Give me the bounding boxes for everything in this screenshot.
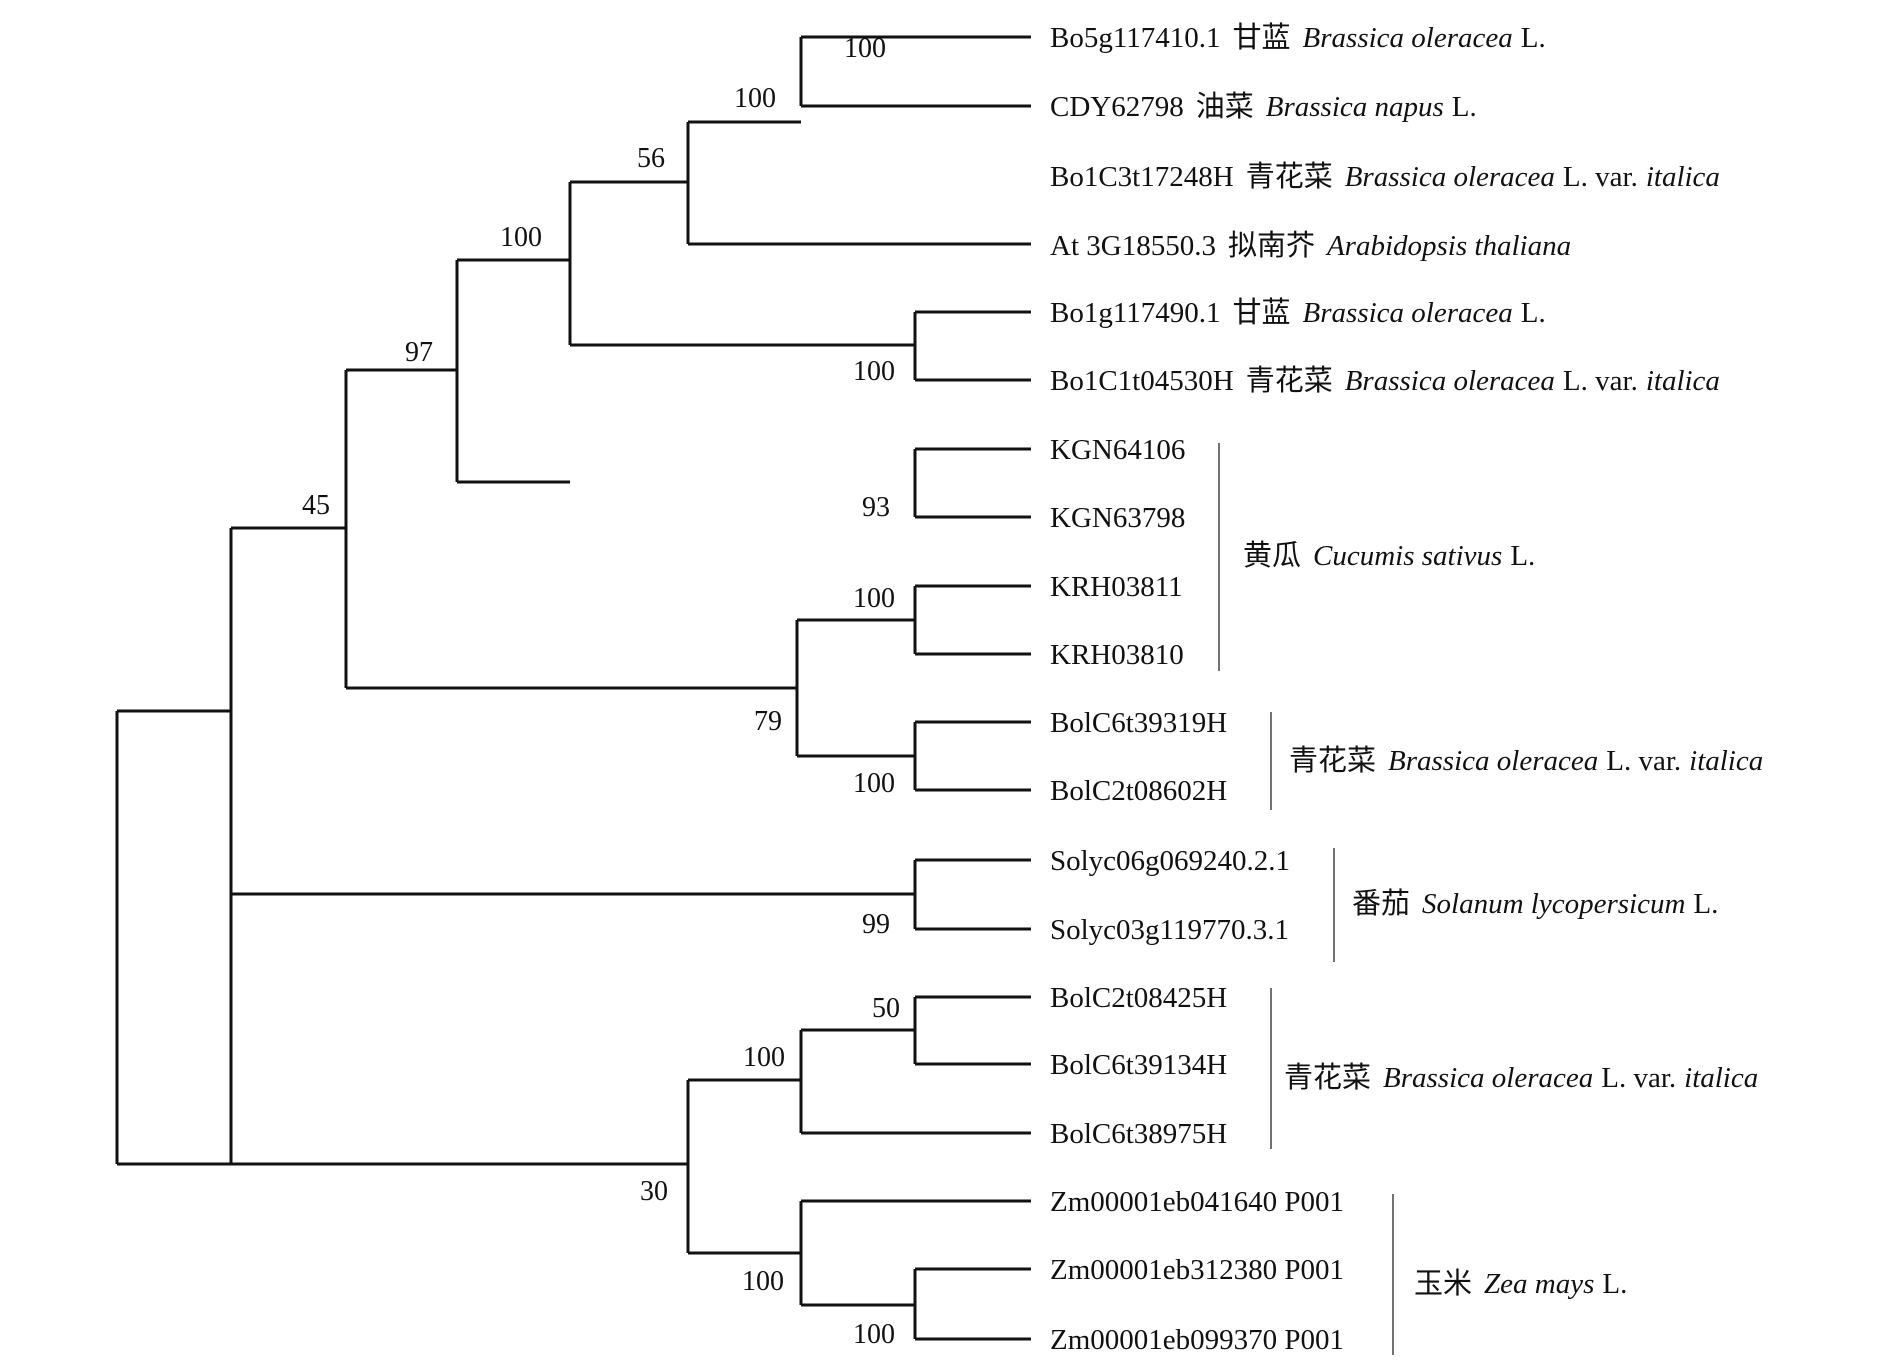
bootstrap-label: 99 [862,909,890,940]
tree-branches [115,35,1031,1341]
bootstrap-label: 50 [872,993,900,1024]
bootstrap-label: 100 [742,1266,784,1297]
branch-node-100-f [799,1028,1031,1135]
leaf-label: Zm00001eb099370 P001 [1050,1324,1344,1356]
bootstrap-values: 100 100 56 100 100 97 93 45 100 79 100 9… [302,33,900,1350]
leaf-label: Zm00001eb041640 P001 [1050,1186,1344,1218]
bootstrap-label: 100 [734,83,776,114]
branch-node-100-e [913,720,1031,792]
bootstrap-label: 30 [640,1176,668,1207]
bootstrap-label: 100 [853,768,895,799]
branch-node-97 [344,368,797,690]
leaf-label: BolC2t08602H [1050,775,1227,807]
branch-node-45 [229,526,915,896]
bootstrap-label: 100 [853,583,895,614]
branch-node-30 [686,1078,801,1255]
bootstrap-label: 100 [844,33,886,64]
branch-node-93 [913,447,1031,519]
leaf-label: KRH03811 [1050,571,1183,603]
group-brackets [1218,443,1394,1355]
branch-node-50 [913,995,1031,1066]
leaf-label: BolC2t08425H [1050,982,1227,1014]
leaf-label: BolC6t39134H [1050,1049,1227,1081]
branch-node-100-g [799,1199,1031,1307]
leaf-label: BolC6t39319H [1050,707,1227,739]
branch-node-99 [913,858,1031,931]
leaf-label: Solyc06g069240.2.1 [1050,845,1290,877]
leaf-label: Zm00001eb312380 P001 [1050,1254,1344,1286]
bootstrap-label: 45 [302,490,330,521]
branch-node-100-h [913,1267,1031,1341]
leaf-label: KGN64106 [1050,434,1185,466]
bootstrap-label: 100 [853,1319,895,1350]
leaf-label: KRH03810 [1050,639,1184,671]
bootstrap-label: 100 [743,1042,785,1073]
bootstrap-label: 79 [754,706,782,737]
branch-node-100-b [799,35,1031,108]
bootstrap-label: 56 [637,143,665,174]
branch-node-100-top [455,258,570,484]
bootstrap-label: 97 [405,337,433,368]
branch-node-100-d [913,584,1031,656]
branch-root [115,709,688,1166]
branch-node-100-c [913,310,1031,382]
leaf-label: Solyc03g119770.3.1 [1050,914,1289,946]
branch-node-56 [568,180,915,347]
bootstrap-label: 93 [862,492,890,523]
branch-node-100-a [686,120,1031,246]
bootstrap-label: 100 [853,356,895,387]
leaf-label: KGN63798 [1050,502,1185,534]
bootstrap-label: 100 [500,222,542,253]
branch-node-79 [795,618,915,758]
leaf-label: BolC6t38975H [1050,1118,1227,1150]
